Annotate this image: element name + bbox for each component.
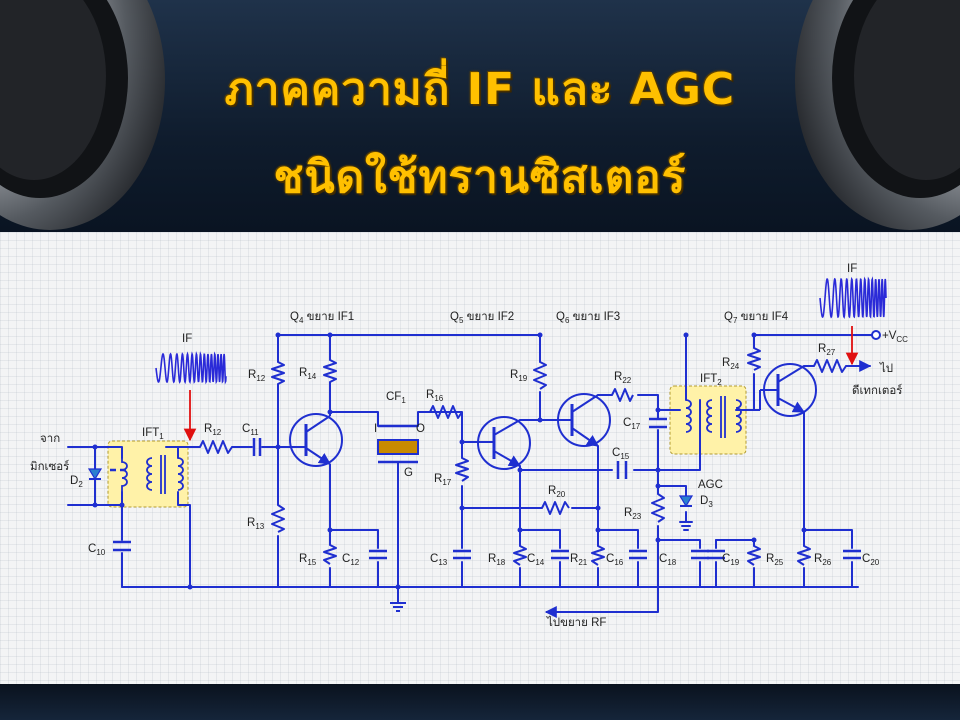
- ift1-transformer: [110, 455, 184, 494]
- resistor-r19: [533, 361, 547, 390]
- label-r19: R19: [510, 369, 528, 383]
- diode-d3: [678, 495, 694, 508]
- diode-d2: [87, 468, 103, 481]
- header-banner: ภาคความถี่ IF และ AGC ชนิดใช้ทรานซิสเตอร…: [0, 0, 960, 232]
- label-c10: C10: [88, 543, 106, 557]
- resistor-r27: [813, 359, 847, 373]
- label-c13: C13: [430, 553, 448, 567]
- label-r12-top: R12: [248, 369, 266, 383]
- title-line-2: ชนิดใช้ทรานซิสเตอร์: [273, 152, 687, 203]
- label-c16: C16: [606, 553, 624, 567]
- schematic-panel: Q4 ขยาย IF1 Q5 ขยาย IF2 Q6 ขยาย IF3 Q7 ข…: [0, 232, 960, 684]
- capacitor-c10: [113, 540, 131, 552]
- ift2-highlight: [669, 385, 747, 455]
- label-r18: R18: [488, 553, 506, 567]
- label-if-left: IF: [182, 333, 192, 345]
- label-r23: R23: [624, 507, 642, 521]
- if-waveform-right: [819, 276, 887, 320]
- resistor-r15: [323, 544, 337, 565]
- capacitor-c15: [616, 461, 628, 479]
- speaker-left-decoration: [0, 0, 165, 230]
- resistor-r21: [591, 545, 605, 566]
- label-r24: R24: [722, 357, 740, 371]
- capacitor-c19: [707, 549, 725, 560]
- label-c20: C20: [862, 553, 880, 567]
- resistor-r26: [797, 545, 811, 566]
- label-c14: C14: [527, 553, 545, 567]
- if-waveform-left: [155, 351, 227, 385]
- label-r27: R27: [818, 343, 836, 357]
- capacitor-c13: [453, 549, 471, 560]
- capacitor-c11: [252, 438, 262, 456]
- label-q6: Q6 ขยาย IF3: [556, 311, 620, 325]
- label-cf1-gnd: G: [404, 467, 413, 479]
- label-r13: R13: [247, 517, 265, 531]
- label-d3: D3: [700, 495, 713, 509]
- label-from: จาก: [40, 433, 60, 445]
- transistor-q5: [477, 416, 531, 470]
- resistor-r25: [747, 545, 761, 566]
- resistor-r14: [323, 359, 337, 386]
- label-c17: C17: [623, 417, 641, 431]
- label-c11: C11: [242, 423, 259, 437]
- footer-bar: [0, 684, 960, 720]
- label-r25: R25: [766, 553, 784, 567]
- label-cf1: CF1: [386, 391, 406, 405]
- title-line-1: ภาคความถี่ IF และ AGC: [224, 64, 736, 115]
- label-q4: Q4 ขยาย IF1: [290, 311, 354, 325]
- label-mixer: มิกเซอร์: [30, 459, 69, 473]
- label-ift2: IFT2: [700, 373, 722, 387]
- label-r21: R21: [570, 553, 588, 567]
- label-r17: R17: [434, 473, 452, 487]
- capacitor-c16: [629, 549, 647, 560]
- label-q5: Q5 ขยาย IF2: [450, 311, 514, 325]
- resistor-r12-top: [271, 361, 285, 388]
- transistor-q6: [557, 393, 611, 447]
- label-c18: C18: [659, 553, 677, 567]
- label-agc: AGC: [698, 479, 723, 491]
- label-c12: C12: [342, 553, 360, 567]
- resistor-r12-in: [199, 440, 233, 454]
- label-d2: D2: [70, 475, 83, 489]
- resistor-r22: [611, 388, 634, 402]
- transistor-q7: [736, 363, 817, 417]
- label-r14: R14: [299, 367, 317, 381]
- label-c15: C15: [612, 447, 630, 461]
- label-if-right: IF: [847, 263, 857, 275]
- label-r20: R20: [548, 485, 566, 499]
- label-c19: C19: [722, 553, 740, 567]
- resistor-r18: [513, 545, 527, 566]
- label-ift1: IFT1: [142, 427, 164, 441]
- if-agc-schematic: Q4 ขยาย IF1 Q5 ขยาย IF2 Q6 ขยาย IF3 Q7 ข…: [30, 263, 908, 629]
- ift2-transformer: [685, 396, 742, 438]
- resistor-r24: [747, 347, 761, 371]
- resistor-r13: [271, 504, 285, 533]
- ground-symbol: [390, 602, 406, 612]
- ift1-highlight: [107, 440, 189, 508]
- capacitor-c17: [649, 417, 667, 429]
- capacitor-c14: [551, 549, 569, 560]
- capacitor-c12: [369, 549, 387, 560]
- label-cf1-in: I: [374, 423, 377, 435]
- capacitor-c18: [691, 549, 709, 560]
- speaker-right-decoration: [795, 0, 960, 230]
- label-r16: R16: [426, 389, 444, 403]
- label-to: ไป: [879, 362, 893, 375]
- label-q7: Q7 ขยาย IF4: [724, 311, 789, 325]
- capacitor-c20: [843, 549, 861, 560]
- label-vcc: +VCC: [882, 330, 908, 344]
- label-r26: R26: [814, 553, 832, 567]
- label-r22: R22: [614, 371, 632, 385]
- label-r12-in: R12: [204, 423, 222, 437]
- label-cf1-out: O: [416, 423, 425, 435]
- resistor-r20: [541, 501, 570, 515]
- transistor-q4: [289, 412, 343, 468]
- resistor-r17: [455, 457, 469, 482]
- label-detector: ดีเทกเตอร์: [852, 383, 902, 397]
- resistor-r23: [651, 493, 665, 523]
- label-r15: R15: [299, 553, 317, 567]
- resistor-r16: [429, 405, 463, 419]
- crystal-filter-cf1: [377, 424, 419, 464]
- label-to-rf: ไปขยาย RF: [546, 616, 606, 629]
